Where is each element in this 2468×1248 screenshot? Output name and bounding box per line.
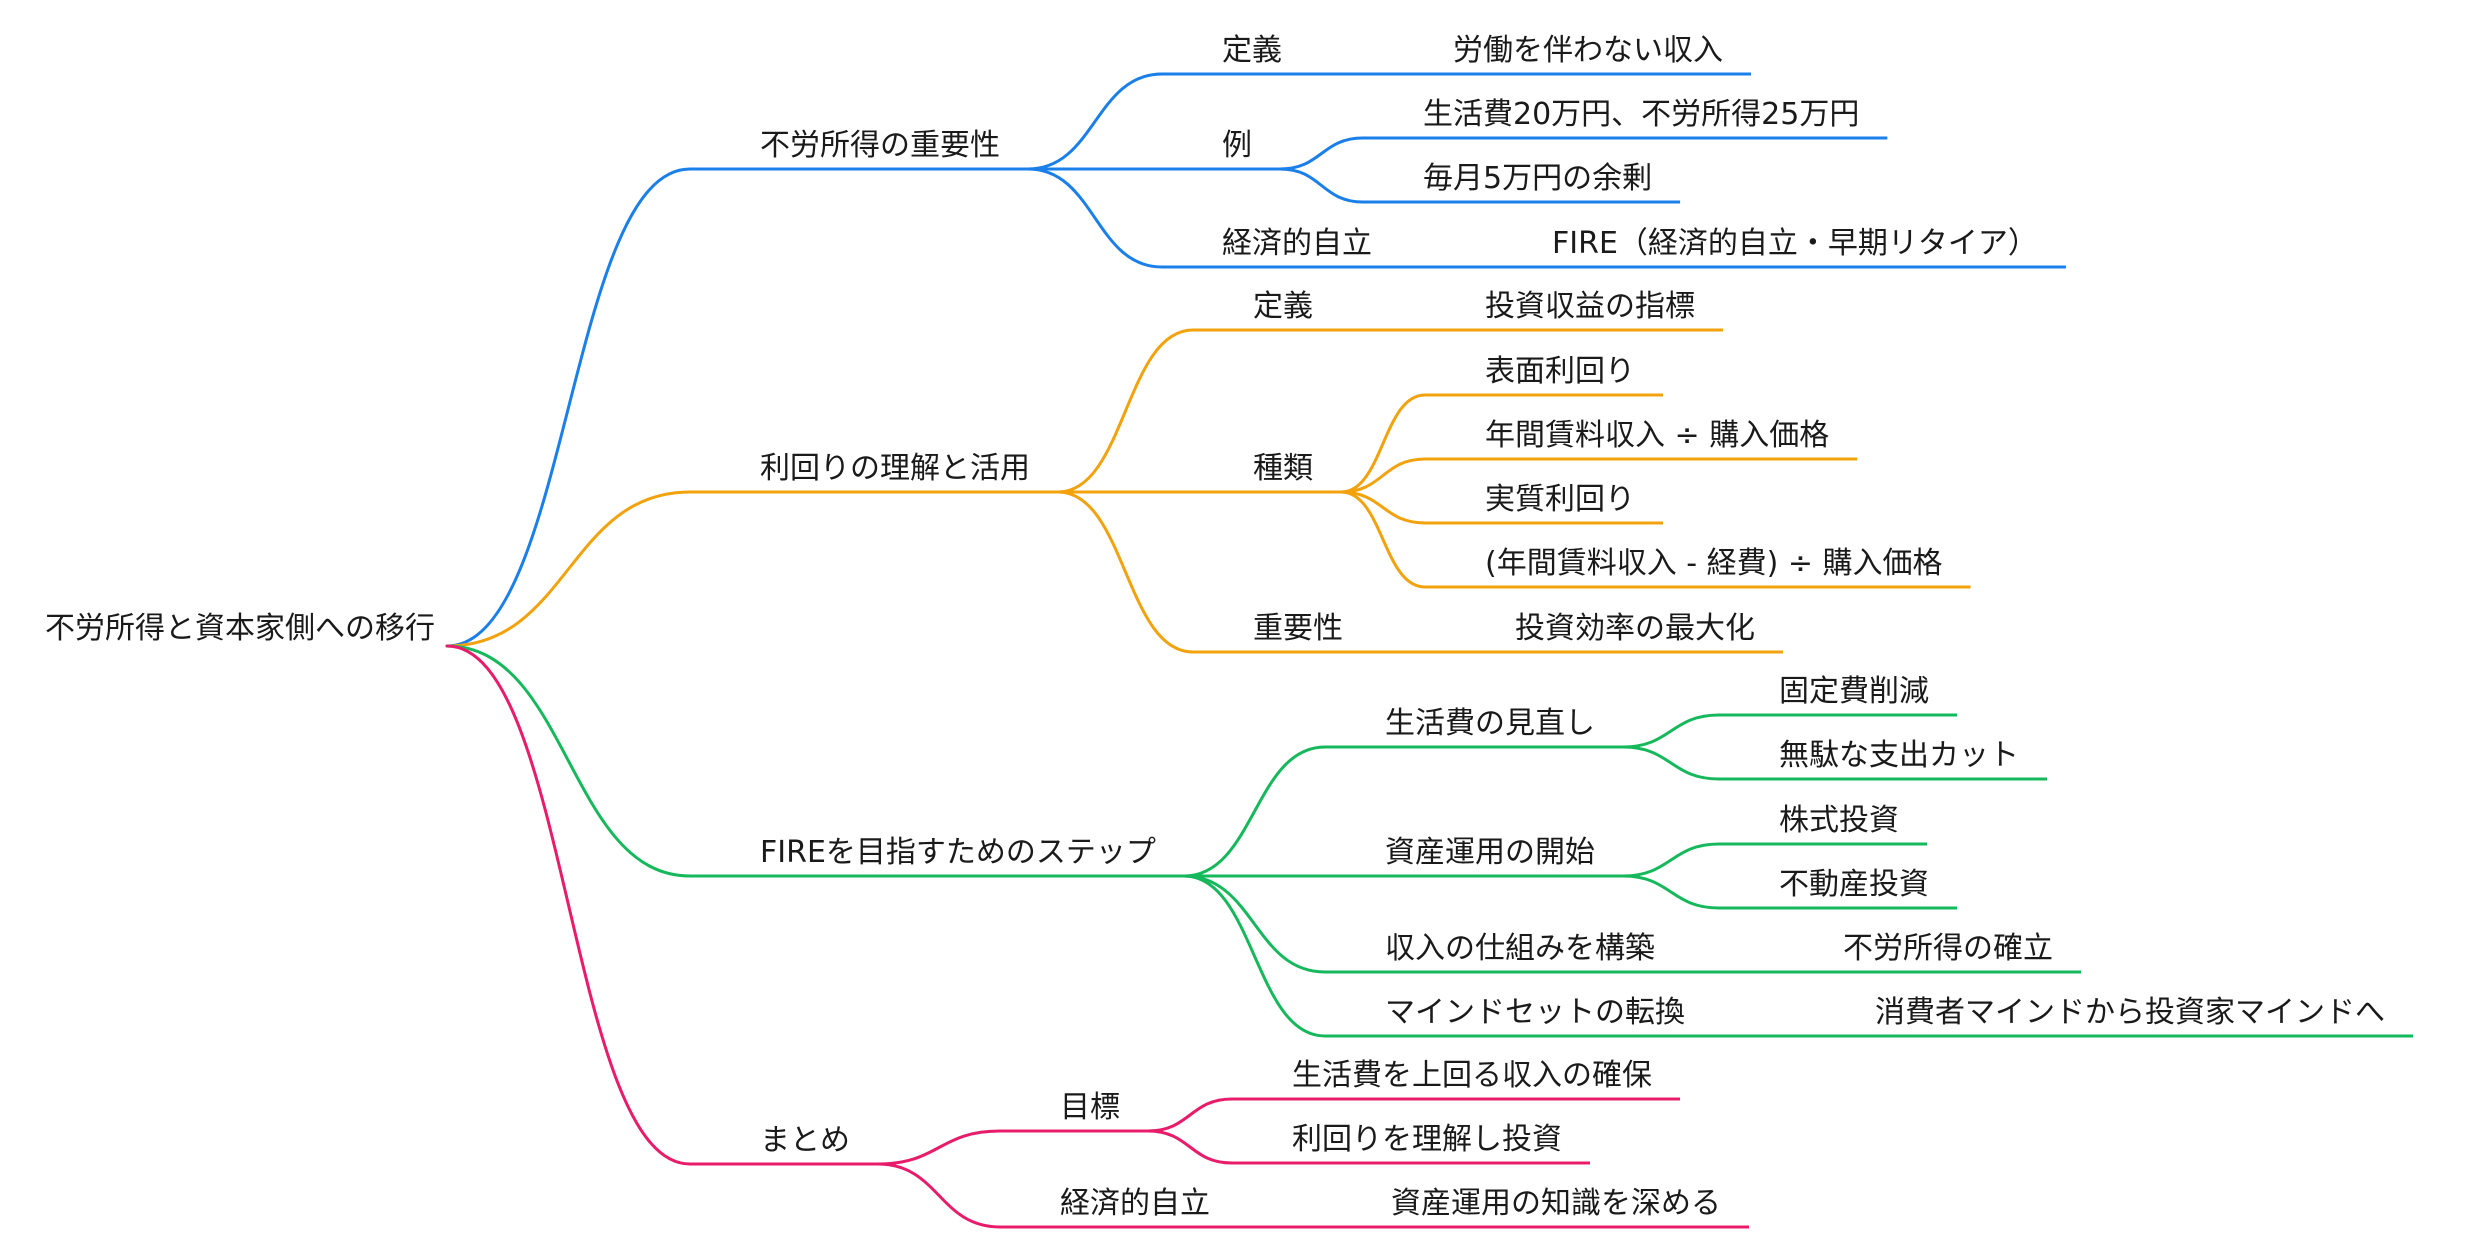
edge-branch-0-child-1-leaf-1: [1278, 167, 1365, 204]
edge-branch-2-child-1-leaf-0: [1621, 842, 1721, 878]
underlines: [690, 72, 2413, 1229]
branch-1-child-1-leaf-3: (年間賃料収入 - 経費) ÷ 購入価格: [1485, 546, 1943, 581]
branch-1-child-1-node: 種類: [1253, 451, 1313, 486]
edge-branch-2-child-0-leaf-1: [1621, 745, 1721, 781]
branch-1-child-0-node: 定義: [1253, 289, 1313, 324]
branch-3-child-0-leaf-0: 生活費を上回る収入の確保: [1292, 1058, 1652, 1093]
branch-3-child-0-leaf-1: 利回りを理解し投資: [1292, 1122, 1562, 1157]
branch-2-child-2-node: 収入の仕組みを構築: [1385, 931, 1655, 966]
edge-root-branch-1: [445, 490, 692, 648]
edge-branch-1-child-1-leaf-0: [1339, 393, 1427, 494]
branch-3-child-1-leaf-0: 資産運用の知識を深める: [1391, 1186, 1721, 1221]
edge-branch-3-child-0-leaf-1: [1146, 1129, 1234, 1165]
edge-root-branch-2: [445, 644, 692, 878]
edge-branch-2-child-2: [1182, 874, 1327, 974]
branch-1-child-0-leaf-0: 投資収益の指標: [1485, 289, 1695, 324]
labels: 不労所得と資本家側への移行 不労所得の重要性 定義 労働を伴わない収入 例 生活…: [45, 33, 2385, 1221]
branch-1-child-2-node: 重要性: [1253, 611, 1343, 646]
edge-branch-0-child-2: [1026, 167, 1164, 269]
branch-0-node: 不労所得の重要性: [760, 128, 1000, 163]
edge-branch-1-child-1-leaf-1: [1339, 457, 1427, 494]
branch-1-child-1-leaf-0: 表面利回り: [1485, 354, 1635, 389]
branch-1-node: 利回りの理解と活用: [760, 451, 1030, 486]
branch-0-child-1-node: 例: [1222, 128, 1252, 163]
branch-0-child-2-leaf-0: FIRE（経済的自立・早期リタイア）: [1552, 226, 2038, 261]
root-node: 不労所得と資本家側への移行: [45, 611, 435, 646]
branch-1-child-1-leaf-1: 年間賃料収入 ÷ 購入価格: [1485, 418, 1829, 453]
edge-branch-3-child-1: [876, 1162, 1002, 1229]
branch-0-child-0-leaf-0: 労働を伴わない収入: [1453, 33, 1723, 68]
branch-2-child-3-leaf-0: 消費者マインドから投資家マインドへ: [1875, 995, 2385, 1030]
branch-0-child-0-node: 定義: [1222, 33, 1282, 68]
branch-2-child-1-node: 資産運用の開始: [1385, 835, 1595, 870]
branch-0-child-1-leaf-0: 生活費20万円、不労所得25万円: [1423, 97, 1859, 132]
edge-branch-2-child-0: [1182, 745, 1327, 878]
branch-1-child-2-leaf-0: 投資効率の最大化: [1515, 611, 1755, 646]
edge-branch-0-child-0: [1026, 72, 1164, 171]
branch-3-node: まとめ: [760, 1123, 850, 1158]
edge-branch-2-child-0-leaf-0: [1621, 713, 1721, 749]
branch-3-child-0-node: 目標: [1060, 1090, 1120, 1125]
edges: [445, 72, 1721, 1229]
branch-2-child-1-leaf-1: 不動産投資: [1779, 867, 1929, 902]
branch-1-child-1-leaf-2: 実質利回り: [1485, 482, 1635, 517]
edge-branch-1-child-1-leaf-2: [1339, 490, 1427, 525]
branch-2-child-1-leaf-0: 株式投資: [1779, 803, 1899, 838]
branch-0-child-2-node: 経済的自立: [1222, 226, 1372, 261]
edge-branch-3-child-0: [876, 1129, 1002, 1166]
branch-0-child-1-leaf-1: 毎月5万円の余剰: [1423, 161, 1652, 196]
branch-2-child-0-leaf-1: 無駄な支出カット: [1779, 738, 2019, 773]
edge-branch-0-child-1-leaf-0: [1278, 136, 1365, 171]
edge-branch-1-child-0: [1056, 328, 1195, 494]
edge-branch-3-child-0-leaf-0: [1146, 1097, 1234, 1133]
edge-branch-1-child-1-leaf-3: [1339, 490, 1427, 589]
edge-branch-2-child-3: [1182, 874, 1327, 1038]
branch-2-child-0-leaf-0: 固定費削減: [1779, 674, 1929, 709]
edge-branch-1-child-2: [1056, 490, 1195, 654]
branch-2-node: FIREを目指すためのステップ: [760, 835, 1156, 870]
edge-root-branch-0: [445, 167, 692, 648]
branch-2-child-0-node: 生活費の見直し: [1385, 706, 1595, 741]
edge-branch-2-child-1-leaf-1: [1621, 874, 1721, 910]
branch-2-child-3-node: マインドセットの転換: [1385, 995, 1685, 1030]
branch-3-child-1-node: 経済的自立: [1060, 1186, 1210, 1221]
branch-2-child-2-leaf-0: 不労所得の確立: [1843, 931, 2053, 966]
edge-root-branch-3: [445, 644, 692, 1166]
